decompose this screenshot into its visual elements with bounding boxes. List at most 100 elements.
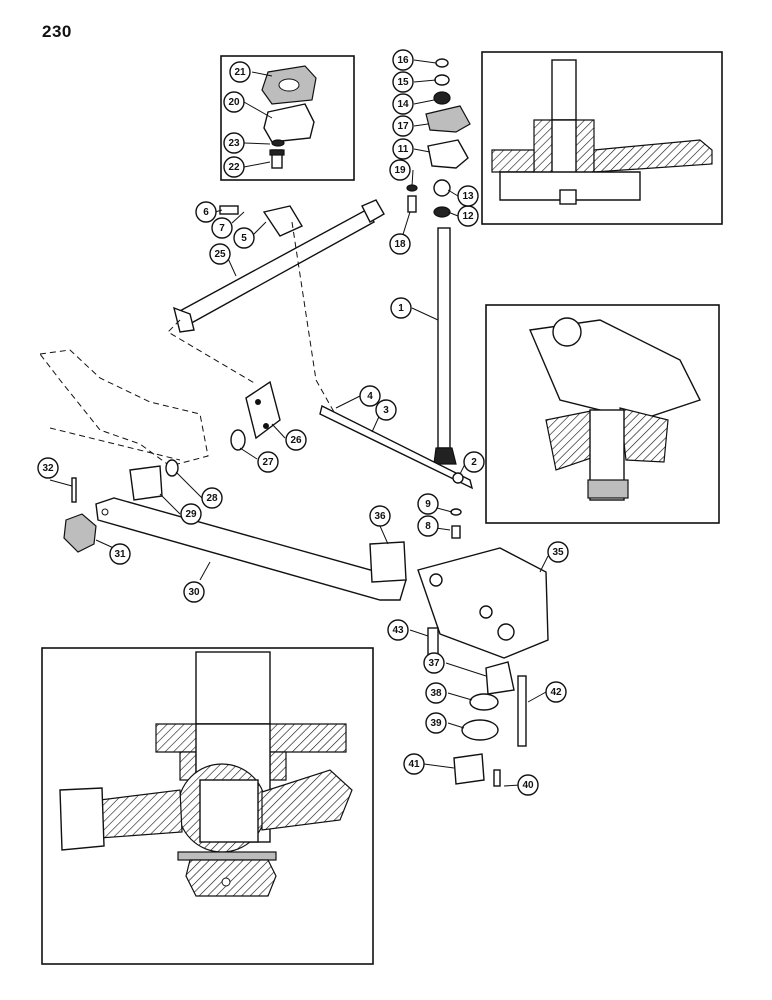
callout-circle (233, 227, 255, 249)
callout-number: 35 (552, 547, 564, 558)
steering-housing (417, 547, 549, 659)
inset-ball-joint-section (41, 647, 374, 965)
callout-number: 7 (219, 223, 225, 234)
callout-circle (425, 682, 447, 704)
callout-43: 43 (387, 619, 409, 641)
callout-number: 39 (430, 718, 442, 729)
callout-number: 22 (228, 162, 240, 173)
callout-number: 37 (428, 658, 440, 669)
callout-8: 8 (417, 515, 439, 537)
callout-41: 41 (403, 753, 425, 775)
callout-3: 3 (375, 399, 397, 421)
callout-9: 9 (417, 493, 439, 515)
callout-number: 42 (550, 687, 562, 698)
callout-27: 27 (257, 451, 279, 473)
callout-circle (403, 753, 425, 775)
callout-number: 21 (234, 67, 246, 78)
callout-16: 16 (392, 49, 414, 71)
callout-circle (392, 93, 414, 115)
callout-number: 4 (367, 391, 373, 402)
callout-number: 19 (394, 165, 406, 176)
callout-32: 32 (37, 457, 59, 479)
callout-circle (547, 541, 569, 563)
callout-number: 36 (374, 511, 386, 522)
callout-number: 8 (425, 521, 431, 532)
callout-circle (517, 774, 539, 796)
callout-number: 38 (430, 688, 442, 699)
callout-4: 4 (359, 385, 381, 407)
callout-31: 31 (109, 543, 131, 565)
plate-part (263, 103, 315, 143)
callout-layer: 1234567891112131415161718192021222325262… (37, 49, 569, 796)
callout-number: 25 (214, 249, 226, 260)
callout-number: 16 (397, 55, 409, 66)
callout-38: 38 (425, 682, 447, 704)
callout-22: 22 (223, 156, 245, 178)
callout-number: 3 (383, 405, 389, 416)
callout-number: 6 (203, 207, 209, 218)
callout-circle (223, 132, 245, 154)
callout-circle (392, 49, 414, 71)
callout-17: 17 (392, 115, 414, 137)
callout-number: 31 (114, 549, 126, 560)
callout-40: 40 (517, 774, 539, 796)
callout-circle (423, 652, 445, 674)
callout-circle (425, 712, 447, 734)
callout-number: 41 (408, 759, 420, 770)
drag-link-bar (95, 497, 407, 601)
callout-number: 40 (522, 780, 534, 791)
callout-19: 19 (389, 159, 411, 181)
callout-circle (359, 385, 381, 407)
callout-42: 42 (545, 681, 567, 703)
callout-circle (37, 457, 59, 479)
callout-circle (180, 503, 202, 525)
callout-circle (183, 581, 205, 603)
callout-number: 18 (394, 239, 406, 250)
callout-number: 43 (392, 625, 404, 636)
main-exploded-view (39, 58, 549, 787)
inset-arm-section (485, 304, 720, 524)
callout-circle (257, 451, 279, 473)
callout-number: 26 (290, 435, 302, 446)
callout-circle (223, 156, 245, 178)
callout-circle (387, 619, 409, 641)
callout-circle (285, 429, 307, 451)
inset-gasket-detail (220, 55, 355, 181)
callout-1: 1 (390, 297, 412, 319)
callout-number: 23 (228, 138, 240, 149)
callout-29: 29 (180, 503, 202, 525)
callout-circle (390, 297, 412, 319)
callout-circle (109, 543, 131, 565)
callout-number: 20 (228, 97, 240, 108)
callout-7: 7 (211, 217, 233, 239)
callout-circle (392, 115, 414, 137)
callout-circle (389, 233, 411, 255)
callout-20: 20 (223, 91, 245, 113)
callout-35: 35 (547, 541, 569, 563)
callout-number: 32 (42, 463, 54, 474)
callout-circle (545, 681, 567, 703)
callout-25: 25 (209, 243, 231, 265)
callout-number: 29 (185, 509, 197, 520)
callout-number: 13 (462, 191, 474, 202)
callout-18: 18 (389, 233, 411, 255)
callout-36: 36 (369, 505, 391, 527)
callout-circle (417, 493, 439, 515)
callout-number: 17 (397, 121, 409, 132)
callout-39: 39 (425, 712, 447, 734)
callout-26: 26 (285, 429, 307, 451)
callout-circle (195, 201, 217, 223)
callout-15: 15 (392, 71, 414, 93)
callout-circle (463, 451, 485, 473)
callout-number: 14 (397, 99, 409, 110)
lever-arm (245, 380, 281, 440)
callout-circle (223, 91, 245, 113)
callout-circle (211, 217, 233, 239)
callout-number: 5 (241, 233, 247, 244)
callout-21: 21 (229, 61, 251, 83)
callout-number: 28 (206, 493, 218, 504)
callout-23: 23 (223, 132, 245, 154)
callout-number: 12 (462, 211, 474, 222)
callout-circle (457, 185, 479, 207)
